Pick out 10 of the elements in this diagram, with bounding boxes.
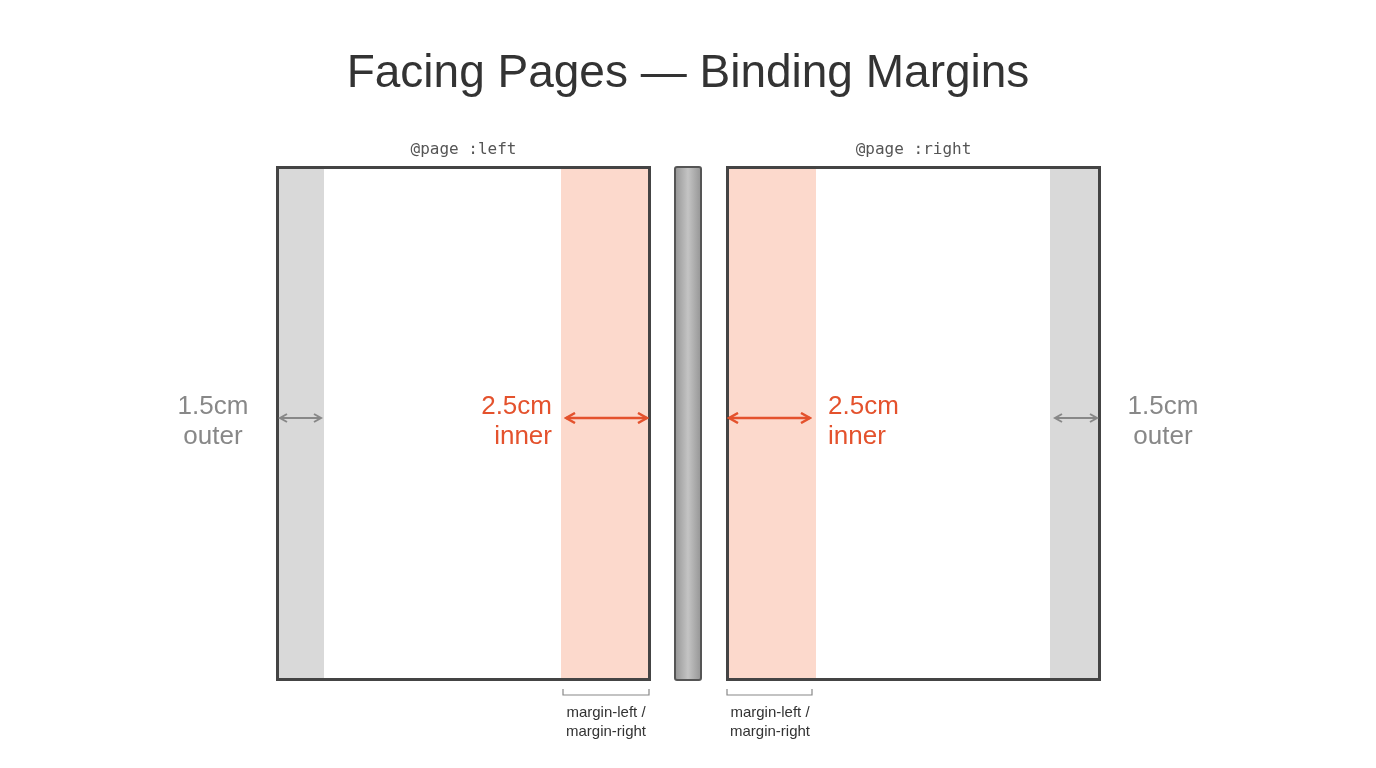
- dimension-label: 1.5cm outer: [1126, 390, 1200, 450]
- book-spine: [674, 166, 702, 681]
- page-selector: @page :left: [409, 139, 518, 158]
- title: Facing Pages — Binding Margins: [345, 44, 1031, 98]
- margin-note: margin-left / margin-right: [565, 702, 647, 740]
- page-selector: @page :right: [854, 139, 973, 158]
- margin-note: margin-left / margin-right: [729, 702, 811, 740]
- dimension-label: 1.5cm outer: [176, 390, 250, 450]
- dimension-label: 2.5cm inner: [828, 390, 900, 450]
- dimension-label: 2.5cm inner: [480, 390, 552, 450]
